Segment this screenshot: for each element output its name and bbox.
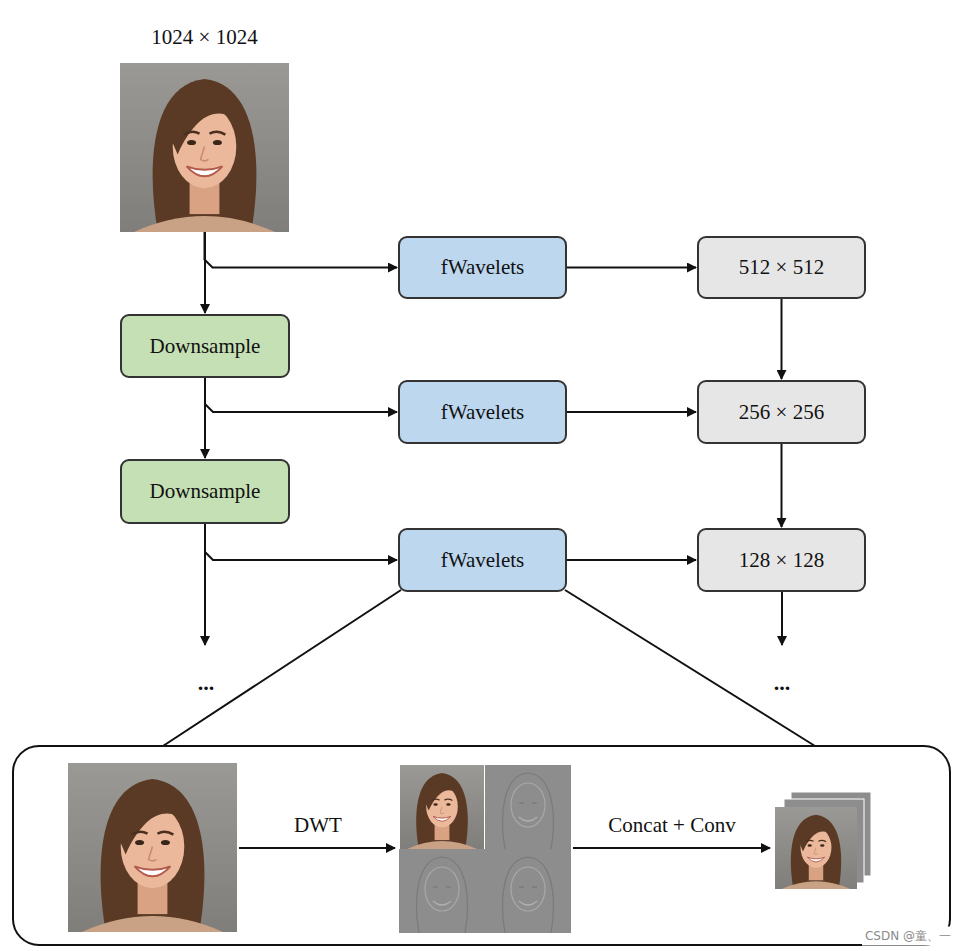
arrow-label: DWT xyxy=(294,813,342,838)
flow-arrow xyxy=(781,444,783,527)
flow-arrow xyxy=(205,378,397,412)
downsample-box: Downsample xyxy=(120,459,290,524)
image-size: 1024 × 1024 xyxy=(151,22,257,52)
box-label: Downsample xyxy=(150,334,261,359)
box-label: 256 × 256 xyxy=(739,400,824,425)
box-label: fWavelets xyxy=(441,400,524,425)
wavelet-box: fWavelets xyxy=(398,236,567,299)
watermark: CSDN @童、一 xyxy=(862,927,954,946)
input-image: 1024 × 1024 xyxy=(119,22,290,232)
flow-arrow xyxy=(781,299,783,379)
flow-arrow xyxy=(205,524,397,560)
arrow-label: Concat + Conv xyxy=(608,813,735,838)
flow-arrow xyxy=(205,232,398,268)
flow-arrow xyxy=(204,378,206,458)
box-label: fWavelets xyxy=(441,548,524,573)
flow-arrow xyxy=(567,267,696,269)
resolution-box: 512 × 512 xyxy=(697,236,866,299)
flow-arrow xyxy=(567,411,696,413)
flow-arrow xyxy=(204,232,206,313)
resolution-box: 128 × 128 xyxy=(697,528,866,592)
ellipsis: ... xyxy=(774,670,791,696)
box-label: 128 × 128 xyxy=(739,548,824,573)
box-label: 512 × 512 xyxy=(739,255,824,280)
resolution-box: 256 × 256 xyxy=(697,380,866,444)
wavelet-box: fWavelets xyxy=(398,528,567,592)
downsample-box: Downsample xyxy=(120,314,290,378)
box-label: Downsample xyxy=(150,479,261,504)
box-label: fWavelets xyxy=(441,255,524,280)
wavelet-box: fWavelets xyxy=(398,380,567,444)
ellipsis: ... xyxy=(198,670,215,696)
flow-arrow xyxy=(567,559,696,561)
